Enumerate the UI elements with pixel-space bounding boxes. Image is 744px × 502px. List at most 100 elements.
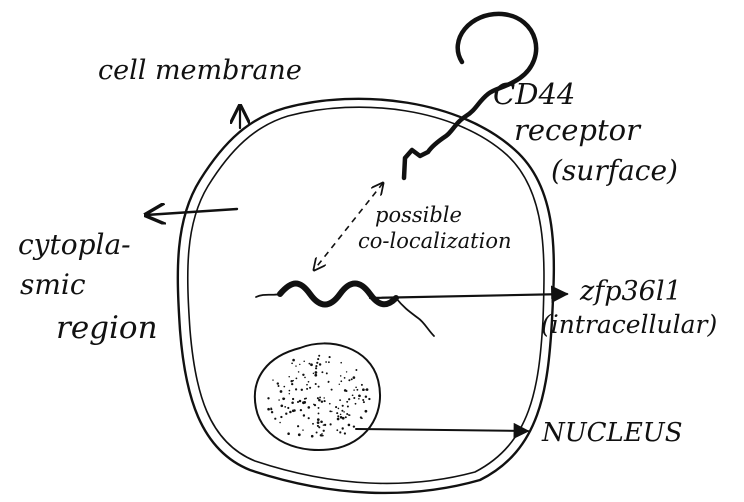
nucleus-stipple-dot [355, 387, 357, 389]
nucleus-stipple-dot [318, 386, 320, 388]
nucleus-stipple-dot [342, 405, 344, 407]
nucleus-stipple-dot [328, 381, 330, 383]
nucleus-stipple-dot [274, 418, 276, 420]
nucleus-stipple-dot [329, 403, 331, 405]
nucleus-stipple-dot [304, 398, 306, 400]
cytoplasmic-label-line1: cytopla- [18, 228, 131, 261]
nucleus-stipple-dot [345, 416, 347, 418]
cell-membrane-label: cell membrane [98, 55, 302, 86]
nucleus-stipple-dot [289, 393, 290, 394]
cytoplasmic-label-line2: smic [20, 268, 86, 301]
nucleus-stippling [267, 355, 370, 438]
nucleus-stipple-dot [292, 380, 294, 382]
nucleus-stipple-dot [318, 407, 320, 409]
nucleus-stipple-dot [308, 417, 310, 419]
nucleus-stipple-dot [315, 383, 317, 385]
nucleus-stipple-dot [348, 424, 351, 427]
nucleus-stipple-dot [346, 401, 348, 403]
nucleus-stipple-dot [347, 405, 349, 407]
nucleus-stipple-dot [319, 396, 321, 398]
nucleus-stipple-dot [317, 358, 319, 360]
nucleus-stipple-dot [303, 414, 305, 416]
zfp36l1-label-line2: (intracellular) [541, 310, 717, 339]
cytoplasm-pointer [146, 209, 237, 215]
nucleus-stipple-dot [320, 434, 322, 436]
nucleus-stipple-dot [326, 372, 328, 374]
nucleus-stipple-dot [311, 435, 314, 438]
nucleus-stipple-dot [288, 376, 289, 377]
nucleus-stipple-dot [280, 416, 282, 418]
nucleus-stipple-dot [302, 374, 304, 376]
nucleus-stipple-dot [309, 363, 311, 365]
nucleus-stipple-dot [299, 400, 302, 403]
nucleus-stipple-dot [289, 390, 291, 392]
nucleus-stipple-dot [295, 365, 296, 366]
nucleus-stipple-dot [295, 377, 297, 379]
cd44-label-line2: receptor [514, 113, 642, 147]
nucleus-stipple-dot [365, 410, 368, 413]
nucleus-stipple-dot [303, 401, 306, 404]
zfp36l1-pointer [370, 294, 567, 298]
nucleus-stipple-dot [340, 414, 342, 416]
nucleus-stipple-dot [292, 410, 295, 413]
nucleus-stipple-dot [316, 432, 318, 434]
nucleus-stipple-dot [343, 411, 345, 413]
nucleus-stipple-dot [301, 389, 303, 391]
zfp36l1-tail-right [396, 298, 434, 336]
nucleus-stipple-dot [309, 387, 311, 389]
nucleus-stipple-dot [342, 427, 344, 429]
nucleus-stipple-dot [282, 398, 284, 400]
nucleus-stipple-dot [284, 406, 286, 408]
nucleus-stipple-dot [315, 367, 317, 369]
nucleus-stipple-dot [291, 383, 293, 385]
nucleus-stipple-dot [299, 364, 300, 365]
nucleus-stipple-dot [280, 404, 283, 407]
nucleus-stipple-dot [359, 395, 361, 397]
nucleus-stipple-dot [313, 404, 314, 405]
nucleus-stipple-dot [348, 414, 349, 415]
nucleus-stipple-dot [317, 397, 319, 399]
nucleus-stipple-dot [337, 415, 339, 417]
nucleus-stipple-dot [289, 411, 292, 414]
nucleus-stipple-dot [336, 429, 338, 431]
nucleus-pointer [356, 429, 528, 431]
nucleus-stipple-dot [292, 359, 295, 362]
nucleus-stipple-dot [362, 388, 365, 391]
nucleus-stipple-dot [303, 361, 305, 363]
nucleus-stipple-dot [353, 425, 355, 427]
nucleus-stipple-dot [307, 406, 310, 409]
nucleus-stipple-dot [292, 398, 294, 400]
nucleus-stipple-dot [368, 398, 370, 400]
nucleus-stipple-dot [285, 413, 287, 415]
nucleus-stipple-dot [318, 412, 320, 414]
co-localization-arrow [314, 183, 383, 270]
nucleus-stipple-dot [344, 389, 347, 392]
nucleus-stipple-dot [353, 389, 354, 390]
cd44-label-line3: (surface) [551, 154, 678, 187]
nucleus-stipple-dot [348, 398, 350, 400]
nucleus-label: NUCLEUS [541, 418, 683, 448]
nucleus-stipple-dot [361, 417, 363, 419]
nucleus-stipple-dot [321, 421, 323, 423]
nucleus-stipple-dot [279, 422, 281, 424]
nucleus-stipple-dot [321, 400, 323, 402]
nucleus-stipple-dot [365, 389, 367, 391]
nucleus-stipple-dot [287, 407, 289, 409]
nucleus-stipple-dot [278, 399, 280, 401]
nucleus-stipple-dot [353, 397, 355, 399]
nucleus-stipple-dot [298, 433, 301, 436]
nucleus-stipple-dot [298, 371, 300, 373]
nucleus-stipple-dot [272, 379, 273, 380]
nucleus-stipple-dot [317, 421, 320, 424]
nucleus-stipple-dot [295, 388, 297, 390]
nucleus-stipple-dot [344, 432, 346, 434]
nucleus-stipple-dot [355, 403, 357, 405]
nucleus-stipple-dot [346, 413, 348, 415]
nucleus-stipple-dot [283, 386, 285, 388]
nucleus-stipple-dot [339, 384, 340, 385]
nucleus-stipple-dot [291, 362, 293, 364]
nucleus-stipple-dot [329, 410, 331, 412]
nucleus-stipple-dot [280, 390, 283, 393]
nucleus-stipple-dot [297, 425, 299, 427]
